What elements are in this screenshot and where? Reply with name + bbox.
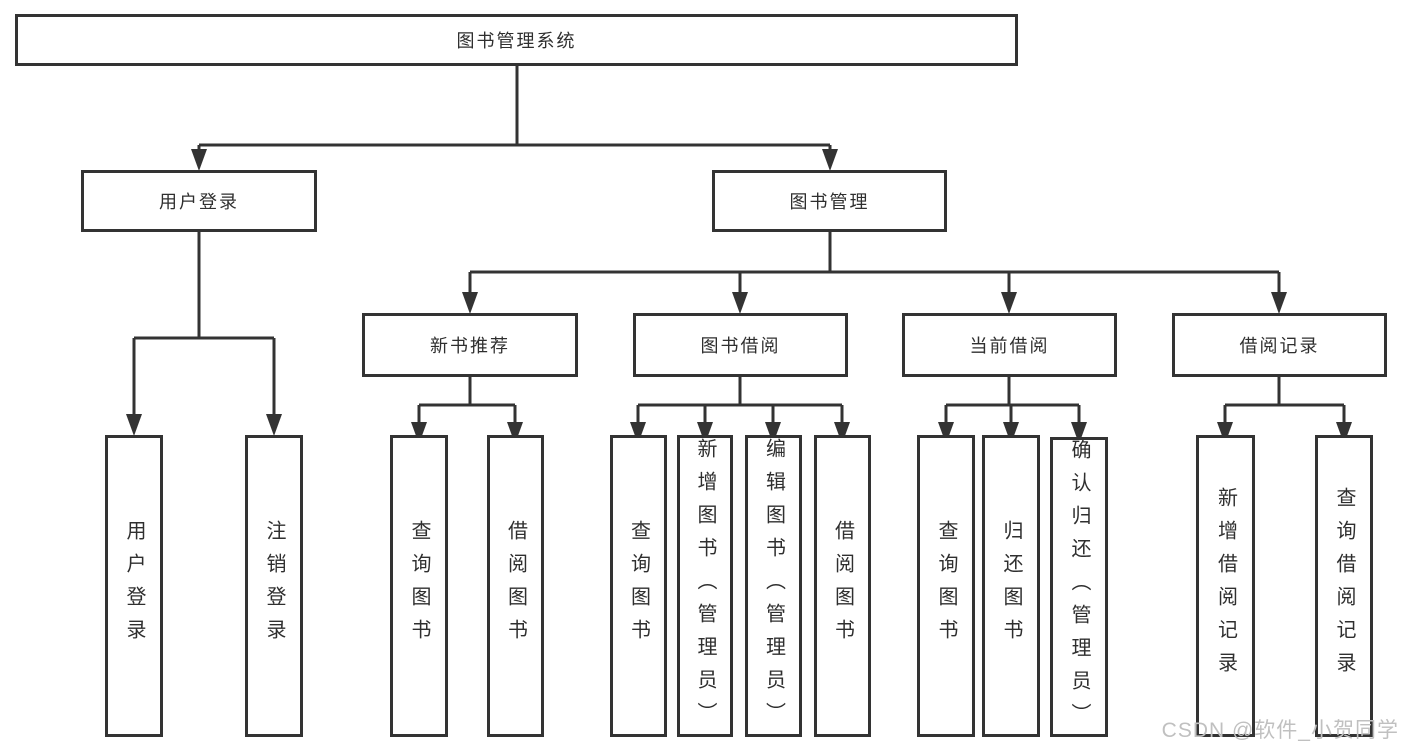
node-book-borrow: 图书借阅 bbox=[633, 313, 848, 377]
node-new-book-recommend-label: 新书推荐 bbox=[430, 336, 510, 356]
node-new-book-recommend: 新书推荐 bbox=[362, 313, 578, 377]
node-book-management: 图书管理 bbox=[712, 170, 947, 232]
node-borrow-records-label: 借阅记录 bbox=[1239, 336, 1320, 356]
leaf-add-borrow-record: 新增借阅记录 bbox=[1196, 435, 1255, 737]
leaf-recommend-borrow-books: 借阅图书 bbox=[487, 435, 544, 737]
node-book-management-label: 图书管理 bbox=[789, 192, 870, 212]
node-borrow-records: 借阅记录 bbox=[1172, 313, 1387, 377]
node-root-system-label: 图书管理系统 bbox=[456, 31, 577, 51]
leaf-user-login-label: 用户登录 bbox=[123, 520, 145, 652]
leaf-recommend-query-books-label: 查询图书 bbox=[408, 520, 430, 652]
leaf-query-borrow-record-label: 查询借阅记录 bbox=[1333, 487, 1355, 685]
node-root-system: 图书管理系统 bbox=[15, 14, 1018, 66]
leaf-borrow-books: 借阅图书 bbox=[814, 435, 871, 737]
leaf-logout-label: 注销登录 bbox=[263, 520, 285, 652]
leaf-add-books-admin: 新增图书（管理员） bbox=[677, 435, 733, 737]
leaf-user-login: 用户登录 bbox=[105, 435, 163, 737]
leaf-query-borrow-record: 查询借阅记录 bbox=[1315, 435, 1373, 737]
node-current-borrow-label: 当前借阅 bbox=[969, 336, 1050, 356]
leaf-return-books: 归还图书 bbox=[982, 435, 1040, 737]
leaf-add-borrow-record-label: 新增借阅记录 bbox=[1214, 487, 1237, 685]
leaf-borrow-query-books: 查询图书 bbox=[610, 435, 667, 737]
node-book-borrow-label: 图书借阅 bbox=[700, 336, 781, 356]
leaf-confirm-return-admin: 确认归还（管理员） bbox=[1050, 437, 1108, 737]
leaf-edit-books-admin-label: 编辑图书（管理员） bbox=[762, 437, 785, 735]
leaf-add-books-admin-label: 新增图书（管理员） bbox=[694, 437, 716, 735]
leaf-logout: 注销登录 bbox=[245, 435, 303, 737]
leaf-return-books-label: 归还图书 bbox=[1000, 520, 1022, 652]
leaf-current-query-books-label: 查询图书 bbox=[935, 520, 957, 652]
node-user-login: 用户登录 bbox=[81, 170, 317, 232]
csdn-watermark: CSDN @软件_小贺同学 bbox=[1161, 719, 1399, 742]
node-user-login-label: 用户登录 bbox=[159, 192, 239, 212]
leaf-borrow-books-label: 借阅图书 bbox=[831, 520, 854, 652]
leaf-confirm-return-admin-label: 确认归还（管理员） bbox=[1068, 438, 1090, 736]
leaf-recommend-borrow-books-label: 借阅图书 bbox=[504, 520, 527, 652]
node-current-borrow: 当前借阅 bbox=[902, 313, 1117, 377]
leaf-borrow-query-books-label: 查询图书 bbox=[627, 520, 650, 652]
leaf-current-query-books: 查询图书 bbox=[917, 435, 975, 737]
leaf-recommend-query-books: 查询图书 bbox=[390, 435, 448, 737]
leaf-edit-books-admin: 编辑图书（管理员） bbox=[745, 435, 802, 737]
